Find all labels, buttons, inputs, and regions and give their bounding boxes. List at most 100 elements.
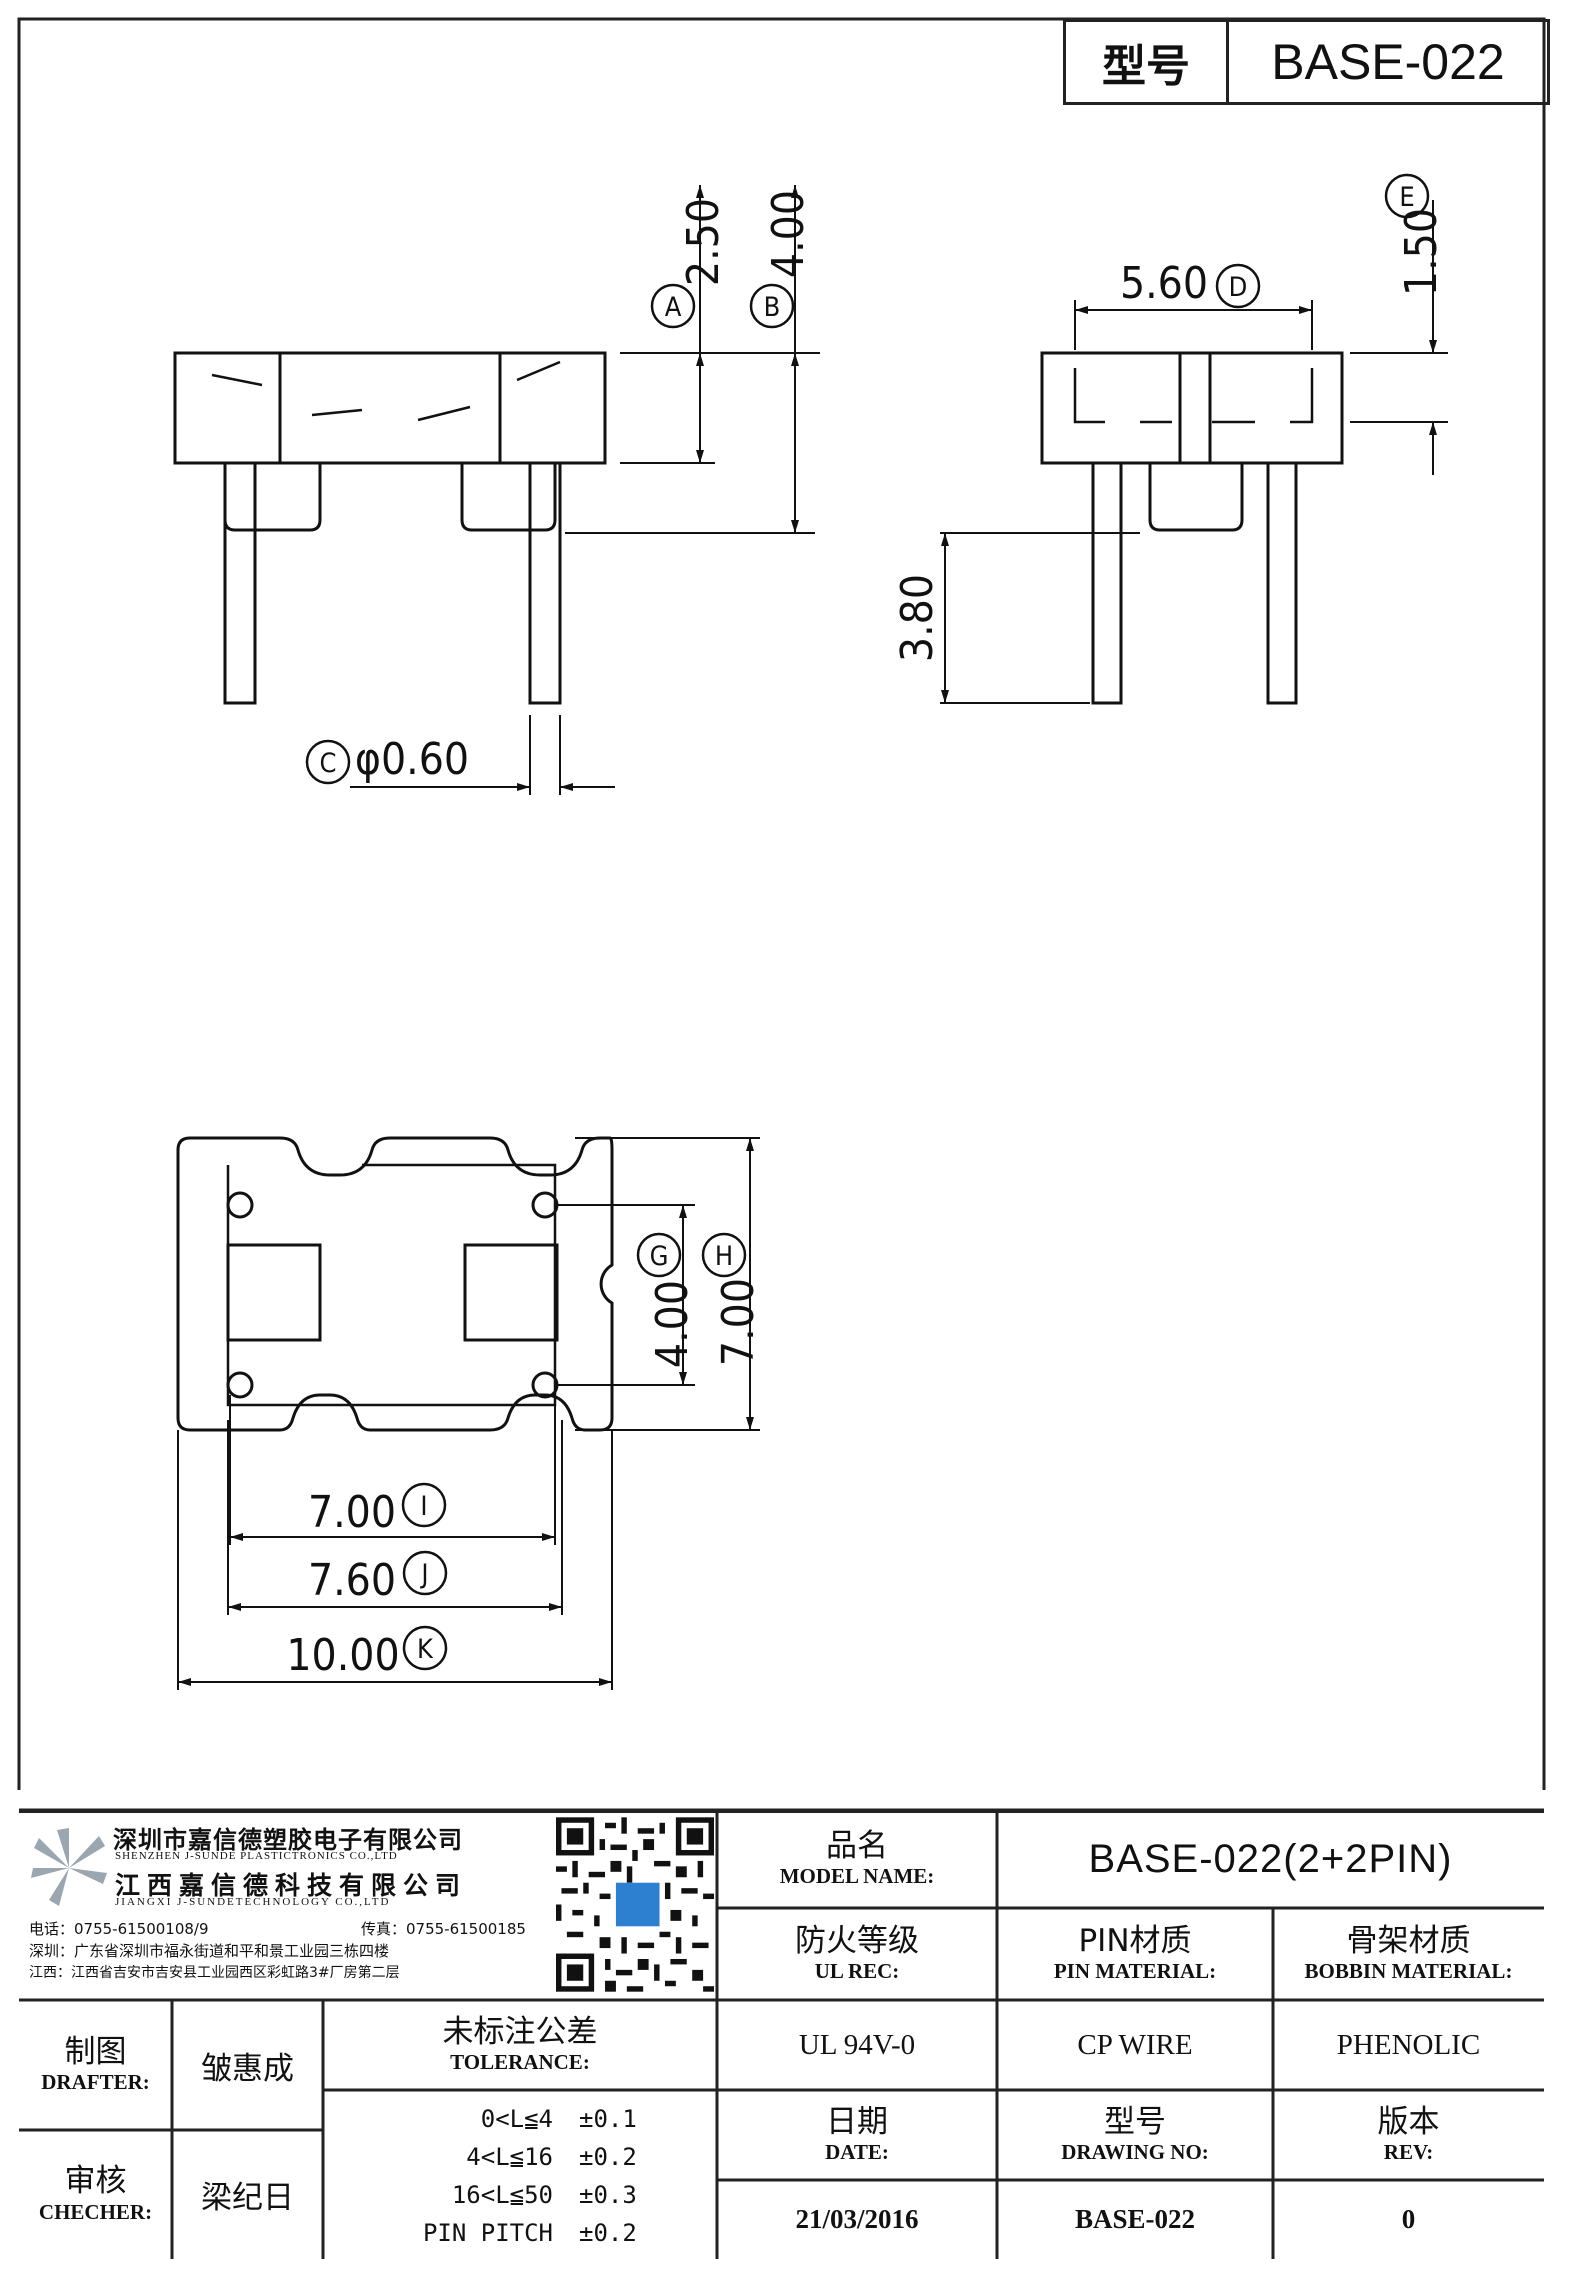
model-header-box: 型号 BASE-022 (1063, 19, 1550, 105)
model-name-label: 品名 MODEL NAME: (717, 1810, 997, 1908)
drafter-label-en: DRAFTER: (41, 2070, 150, 2095)
bobbin-material-label-en: BOBBIN MATERIAL: (1304, 1959, 1513, 1984)
bobbin-material-label-zh: 骨架材质 (1346, 1922, 1471, 1959)
company-phone: 电话：0755-61500108/9 (29, 1920, 209, 1938)
company-name-sz-en: SHENZHEN J-SUNDE PLASTICTRONICS CO.,LTD (115, 1850, 398, 1862)
checker-name: 梁纪日 (172, 2130, 323, 2259)
dim-f-value: 3.80 (892, 574, 943, 662)
company-info: 深圳市嘉信德塑胶电子有限公司 SHENZHEN J-SUNDE PLASTICT… (19, 1810, 716, 2000)
dim-k-value: 10.00 (286, 1630, 399, 1681)
dim-j-letter: J (419, 1559, 428, 1590)
drafter-label-zh: 制图 (64, 2033, 127, 2070)
checker-label: 审核 CHECHER: (19, 2130, 172, 2259)
bobbin-material-label: 骨架材质 BOBBIN MATERIAL: (1273, 1908, 1544, 2000)
checker-label-en: CHECHER: (38, 2199, 153, 2224)
bobbin-material-value-text: PHENOLIC (1336, 2028, 1481, 2061)
drawing-no-value: BASE-022 (997, 2180, 1273, 2259)
dim-b-value: 4.00 (763, 190, 814, 278)
dim-k-letter: K (417, 1634, 434, 1665)
tolerance-row: 4<L≦16 ±0.2 (363, 2143, 637, 2171)
tolerance-label-zh: 未标注公差 (442, 2013, 598, 2050)
qr-code (556, 1817, 714, 1992)
ul-value: UL 94V-0 (717, 2000, 997, 2090)
drafter-name-text: 皱惠成 (201, 2050, 294, 2087)
front-view (173, 351, 607, 705)
dim-c-value: φ0.60 (355, 734, 469, 785)
date-label-en: DATE: (825, 2140, 889, 2165)
dim-h-value: 7.00 (713, 1278, 764, 1366)
front-pin-right (528, 461, 562, 705)
side-body (1040, 351, 1344, 465)
tolerance-value: ±0.2 (579, 2218, 637, 2247)
tolerance-value: ±0.3 (579, 2180, 637, 2209)
dim-e-value: 1.50 (1396, 208, 1447, 296)
company-fax: 传真：0755-61500185 (361, 1920, 526, 1938)
tolerance-range: PIN PITCH (422, 2218, 553, 2247)
date-label: 日期 DATE: (717, 2090, 997, 2180)
technical-drawing: A B C D E G H I J K 2.50 4.00 φ0.60 5.60… (17, 17, 1546, 1790)
model-header-label: 型号 (1066, 22, 1229, 102)
front-body (173, 351, 607, 465)
rev-label-en: REV: (1383, 2140, 1434, 2165)
bottom-view (176, 1136, 614, 1432)
tolerance-range: 16<L≦50 (451, 2180, 553, 2209)
date-value: 21/03/2016 (717, 2180, 997, 2259)
bottom-pin-hole-4 (531, 1371, 559, 1399)
dim-j-value: 7.60 (308, 1555, 396, 1606)
tolerance-row: 16<L≦50 ±0.3 (363, 2181, 637, 2209)
company-name-jx-en: JIANGXI J-SUNDETECHNOLOGY CO.,LTD (115, 1896, 391, 1908)
date-label-zh: 日期 (826, 2103, 888, 2140)
bottom-pin-hole-1 (226, 1191, 254, 1219)
tolerance-table: 0<L≦4 ±0.1 4<L≦16 ±0.2 16<L≦50 ±0.3 PIN … (323, 2092, 717, 2259)
drawing-no-label: 型号 DRAWING NO: (997, 2090, 1273, 2180)
rev-value: 0 (1273, 2180, 1544, 2259)
side-pin-right (1266, 461, 1298, 705)
model-header-value: BASE-022 (1271, 34, 1505, 90)
company-address-jx: 江西：江西省吉安市吉安县工业园西区彩虹路3#厂房第二层 (29, 1965, 400, 1981)
drafter-name: 皱惠成 (172, 2000, 323, 2130)
tolerance-value: ±0.2 (579, 2142, 637, 2171)
pin-material-value: CP WIRE (997, 2000, 1273, 2090)
pin-material-label-en: PIN MATERIAL: (1053, 1959, 1217, 1984)
rev-label: 版本 REV: (1273, 2090, 1544, 2180)
drawing-no-value-text: BASE-022 (1074, 2204, 1196, 2234)
ul-label: 防火等级 UL REC: (717, 1908, 997, 2000)
bottom-outline (176, 1136, 614, 1432)
bottom-pin-hole-2 (531, 1191, 559, 1219)
ul-label-zh: 防火等级 (795, 1922, 919, 1959)
company-name-sz: 深圳市嘉信德塑胶电子有限公司 (113, 1826, 463, 1854)
model-name-value: BASE-022(2+2PIN) (997, 1810, 1544, 1908)
tolerance-label-en: TOLERANCE: (450, 2050, 590, 2075)
dim-e-letter: E (1399, 182, 1414, 213)
ul-value-text: UL 94V-0 (798, 2028, 916, 2061)
drafter-label: 制图 DRAFTER: (19, 2000, 172, 2130)
dim-d-letter: D (1229, 272, 1248, 303)
model-name-label-en: MODEL NAME: (779, 1864, 935, 1889)
pin-material-value-text: CP WIRE (1077, 2028, 1193, 2061)
model-name-label-zh: 品名 (826, 1827, 888, 1864)
title-block (19, 1810, 1544, 2259)
dim-i-value: 7.00 (308, 1487, 396, 1538)
bottom-pin-hole-3 (226, 1371, 254, 1399)
dim-b-letter: B (764, 292, 781, 323)
dim-a-value: 2.50 (678, 198, 729, 286)
rev-label-zh: 版本 (1377, 2103, 1440, 2140)
ul-label-en: UL REC: (814, 1959, 900, 1984)
checker-name-text: 梁纪日 (201, 2180, 294, 2216)
model-name-value-text: BASE-022(2+2PIN) (1088, 1836, 1453, 1881)
bobbin-material-value: PHENOLIC (1273, 2000, 1544, 2090)
company-address-sz: 深圳：广东省深圳市福永街道和平和景工业园三栋四楼 (29, 1942, 390, 1960)
tolerance-row: PIN PITCH ±0.2 (363, 2219, 637, 2247)
front-pin-left (223, 461, 257, 705)
rev-value-text: 0 (1401, 2204, 1416, 2234)
date-value-text: 21/03/2016 (795, 2204, 919, 2234)
dim-g-letter: G (650, 1241, 669, 1272)
pin-material-label: PIN材质 PIN MATERIAL: (997, 1908, 1273, 2000)
dim-a-letter: A (665, 292, 682, 323)
dim-c-letter: C (320, 748, 337, 779)
dim-g-value: 4.00 (647, 1280, 698, 1368)
company-logo (31, 1828, 107, 1906)
tolerance-value: ±0.1 (579, 2104, 637, 2133)
dim-h-letter: H (715, 1241, 733, 1272)
